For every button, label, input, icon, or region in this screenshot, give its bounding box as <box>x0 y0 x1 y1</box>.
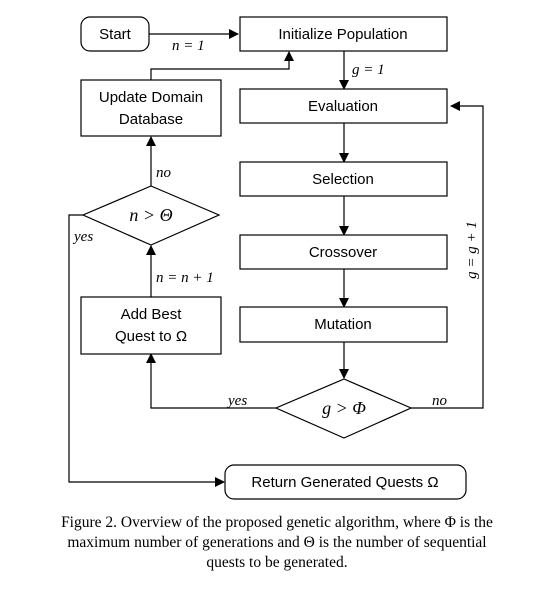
mutation-node <box>239 306 448 343</box>
mutation-label: Mutation <box>314 316 372 333</box>
label-n-incr: n = n + 1 <box>156 270 214 286</box>
return-node <box>224 464 467 500</box>
selection-node <box>239 161 448 197</box>
add-node <box>80 296 222 355</box>
decision-n-label: n > Θ <box>129 205 172 225</box>
edge-decision-g-no <box>411 101 484 409</box>
flowchart: Start Initialize Population Update Domai… <box>68 16 484 500</box>
crossover-node <box>239 234 448 270</box>
init-label: Initialize Population <box>278 26 407 43</box>
caption-line-3: quests to be generated. <box>206 554 348 571</box>
caption-line-2: maximum number of generations and Θ is t… <box>67 534 487 551</box>
edge-decision-g-yes <box>146 353 276 409</box>
decision-n-node <box>81 185 221 246</box>
evaluation-label: Evaluation <box>308 98 378 115</box>
edge-decision-n-yes <box>68 214 225 487</box>
return-label: Return Generated Quests Ω <box>251 474 438 491</box>
start-label: Start <box>99 26 132 43</box>
label-no-bottom: no <box>432 393 448 409</box>
edge-update-init <box>150 51 294 80</box>
label-n-init: n = 1 <box>172 38 205 54</box>
update-label-line2: Database <box>119 111 183 128</box>
evaluation-node <box>239 88 448 124</box>
init-node <box>239 16 448 52</box>
decision-g-label: g > Φ <box>322 398 366 418</box>
label-no-left: no <box>156 165 172 181</box>
decision-g-node <box>274 378 413 439</box>
label-g-incr: g = g + 1 <box>464 221 480 279</box>
add-label-line2: Quest to Ω <box>115 328 187 345</box>
label-g-init: g = 1 <box>352 62 385 78</box>
crossover-label: Crossover <box>309 244 377 261</box>
caption-line-1: Figure 2. Overview of the proposed genet… <box>61 514 493 531</box>
start-node <box>80 16 150 52</box>
selection-label: Selection <box>312 171 374 188</box>
update-label-line1: Update Domain <box>99 89 203 106</box>
label-yes-bottom: yes <box>226 393 247 409</box>
label-yes-left: yes <box>72 229 93 245</box>
add-label-line1: Add Best <box>121 306 183 323</box>
figure-caption: Figure 2. Overview of the proposed genet… <box>0 513 554 573</box>
update-node <box>80 79 222 137</box>
